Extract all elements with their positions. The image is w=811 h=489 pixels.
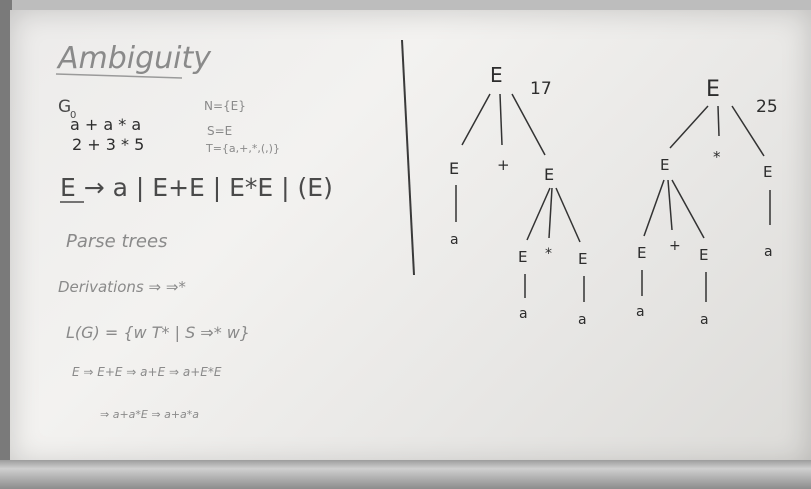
tree-right-leaf-a: a xyxy=(764,244,773,260)
tree-left-edge xyxy=(555,187,581,243)
tree-left-sub-leaf-left: a xyxy=(519,306,528,322)
title-underline xyxy=(55,73,183,79)
grammar-label: G xyxy=(58,97,71,117)
tree-left-root: E xyxy=(490,63,503,87)
tree-right-sub-right: E xyxy=(699,246,708,264)
tree-right-edge xyxy=(671,179,705,239)
derivation-line-2: ⇒ a+a*E ⇒ a+a*a xyxy=(100,408,199,421)
tree-left-node-left: E xyxy=(449,159,459,178)
tree-left-value: 17 xyxy=(530,79,552,99)
tree-left-leaf-a: a xyxy=(450,232,459,248)
parse-tree-right: E 25 E * E a E + E a a xyxy=(636,77,778,328)
tree-right-edge xyxy=(717,105,720,137)
board-frame-top xyxy=(0,0,811,12)
tree-left-node-op: + xyxy=(497,156,510,174)
tree-right-edge xyxy=(667,179,673,231)
tree-right-node-right: E xyxy=(763,163,772,181)
tree-left-edge xyxy=(548,187,553,239)
language-definition: L(G) = {w T* | S ⇒* w} xyxy=(66,323,250,342)
tree-left-edge xyxy=(499,93,503,146)
tree-right-value: 25 xyxy=(756,97,778,117)
tree-left-sub-right: E xyxy=(578,250,587,268)
derivation-line-1: E ⇒ E+E ⇒ a+E ⇒ a+E*E xyxy=(72,365,222,379)
tree-right-edge xyxy=(643,179,665,237)
parse-trees-label: Parse trees xyxy=(66,231,167,252)
start-symbol: S=E xyxy=(207,124,232,138)
tree-right-sub-op: + xyxy=(669,238,681,254)
production-rule: E → a | E+E | E*E | (E) xyxy=(60,173,333,202)
tree-left-edge xyxy=(511,93,546,156)
title-ambiguity: Ambiguity xyxy=(56,41,212,76)
parse-tree-left: E 17 E + E a E * E a a xyxy=(449,63,587,328)
tree-right-node-left: E xyxy=(660,156,669,174)
expr-line-1: a + a * a xyxy=(70,115,141,134)
tree-right-sub-leaf-right: a xyxy=(700,312,709,328)
tree-left-node-right: E xyxy=(544,165,554,184)
terminal-set: T={a,+,*,(,)} xyxy=(205,142,280,155)
tree-right-edge xyxy=(731,105,765,157)
tree-right-sub-left: E xyxy=(637,244,646,262)
expr-line-2: 2 + 3 * 5 xyxy=(72,135,144,154)
marker-tray xyxy=(0,460,811,489)
whiteboard-surface xyxy=(10,10,811,466)
tree-left-edge xyxy=(461,93,491,146)
board-frame-left xyxy=(0,0,12,489)
tree-left-sub-op: * xyxy=(545,246,552,262)
tree-left-edge xyxy=(526,187,551,241)
tree-right-node-op: * xyxy=(713,148,721,166)
grammar-subscript: 0 xyxy=(70,110,76,121)
tree-right-edge xyxy=(669,105,709,149)
tree-right-root: E xyxy=(706,77,720,102)
tree-left-sub-leaf-right: a xyxy=(578,312,587,328)
tree-right-sub-leaf-left: a xyxy=(636,304,645,320)
tree-left-sub-left: E xyxy=(518,248,527,266)
derivations-label: Derivations ⇒ ⇒* xyxy=(58,278,186,296)
divider-line xyxy=(401,39,415,276)
nonterminal-set: N={E} xyxy=(204,99,246,113)
